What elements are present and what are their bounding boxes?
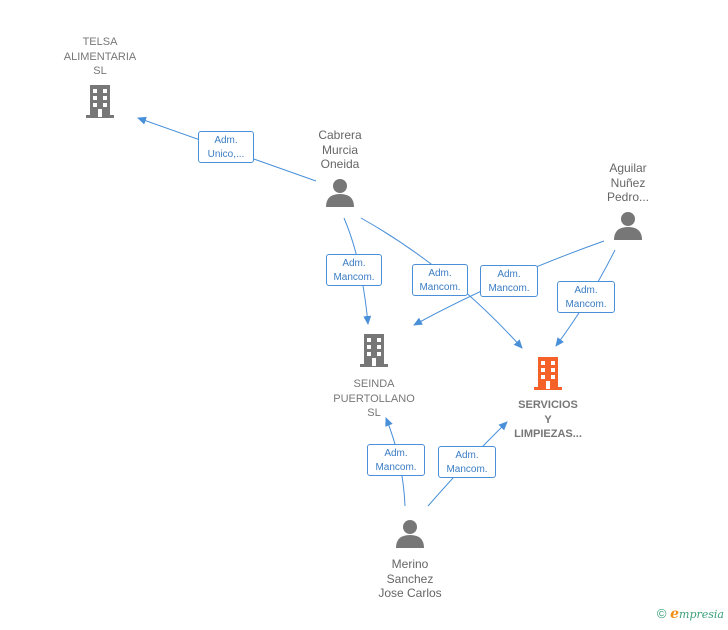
relation-label-cabrera-telsa[interactable]: Adm. Unico,... [198, 131, 254, 163]
building-icon [86, 84, 114, 118]
brand-initial: e [670, 606, 680, 622]
relation-label-merino-servicios[interactable]: Adm. Mancom. [438, 446, 496, 478]
relation-type: Mancom. [419, 282, 461, 293]
company-node-servicios[interactable]: SERVICIOS Y LIMPIEZAS... [496, 355, 600, 442]
person-label: Aguilar Nuñez Pedro... [606, 161, 650, 204]
relation-label-cabrera-seinda[interactable]: Adm. Mancom. [326, 254, 382, 286]
copyright-symbol: © [656, 606, 667, 621]
relation-type: Mancom. [375, 462, 417, 473]
company-node-seinda[interactable]: SEINDA PUERTOLLANO SL [322, 332, 426, 421]
relation-role: Adm. [497, 269, 521, 280]
building-icon [534, 357, 562, 390]
brand-footer[interactable]: © empresia [657, 606, 724, 622]
relation-label-aguilar-servicios[interactable]: Adm. Mancom. [557, 281, 615, 313]
company-label: SERVICIOS Y LIMPIEZAS... [514, 399, 582, 440]
brand-logo: empresia [670, 606, 724, 622]
relation-label-aguilar-seinda[interactable]: Adm. Mancom. [480, 265, 538, 297]
person-node-merino[interactable]: Merino Sanchez Jose Carlos [362, 518, 458, 601]
company-label: SEINDA PUERTOLLANO SL [333, 378, 415, 419]
relation-type: Mancom. [333, 272, 375, 283]
relation-type: Mancom. [488, 283, 530, 294]
relation-role: Adm. [455, 450, 479, 461]
relation-label-merino-seinda[interactable]: Adm. Mancom. [367, 444, 425, 476]
company-node-telsa[interactable]: TELSA ALIMENTARIA SL [50, 35, 150, 124]
relation-type: Mancom. [446, 464, 488, 475]
brand-name: mpresia [679, 608, 724, 621]
relation-role: Adm. [428, 268, 452, 279]
person-label: Cabrera Murcia Oneida [318, 128, 362, 171]
person-node-aguilar[interactable]: Aguilar Nuñez Pedro... [586, 161, 670, 245]
relation-role: Adm. [342, 258, 366, 269]
person-icon [326, 178, 354, 207]
company-label: TELSA ALIMENTARIA SL [63, 36, 137, 77]
building-icon [360, 334, 388, 367]
relation-type: Mancom. [565, 299, 607, 310]
relation-role: Adm. [384, 448, 408, 459]
person-node-cabrera[interactable]: Cabrera Murcia Oneida [298, 128, 382, 212]
person-icon [614, 211, 642, 240]
person-icon [396, 520, 424, 548]
relation-role: Adm. [574, 285, 598, 296]
relation-label-cabrera-servicios[interactable]: Adm. Mancom. [412, 264, 468, 296]
person-label: Merino Sanchez Jose Carlos [378, 557, 442, 600]
relation-role: Adm. [214, 135, 238, 146]
relation-type: Unico,... [207, 149, 245, 160]
